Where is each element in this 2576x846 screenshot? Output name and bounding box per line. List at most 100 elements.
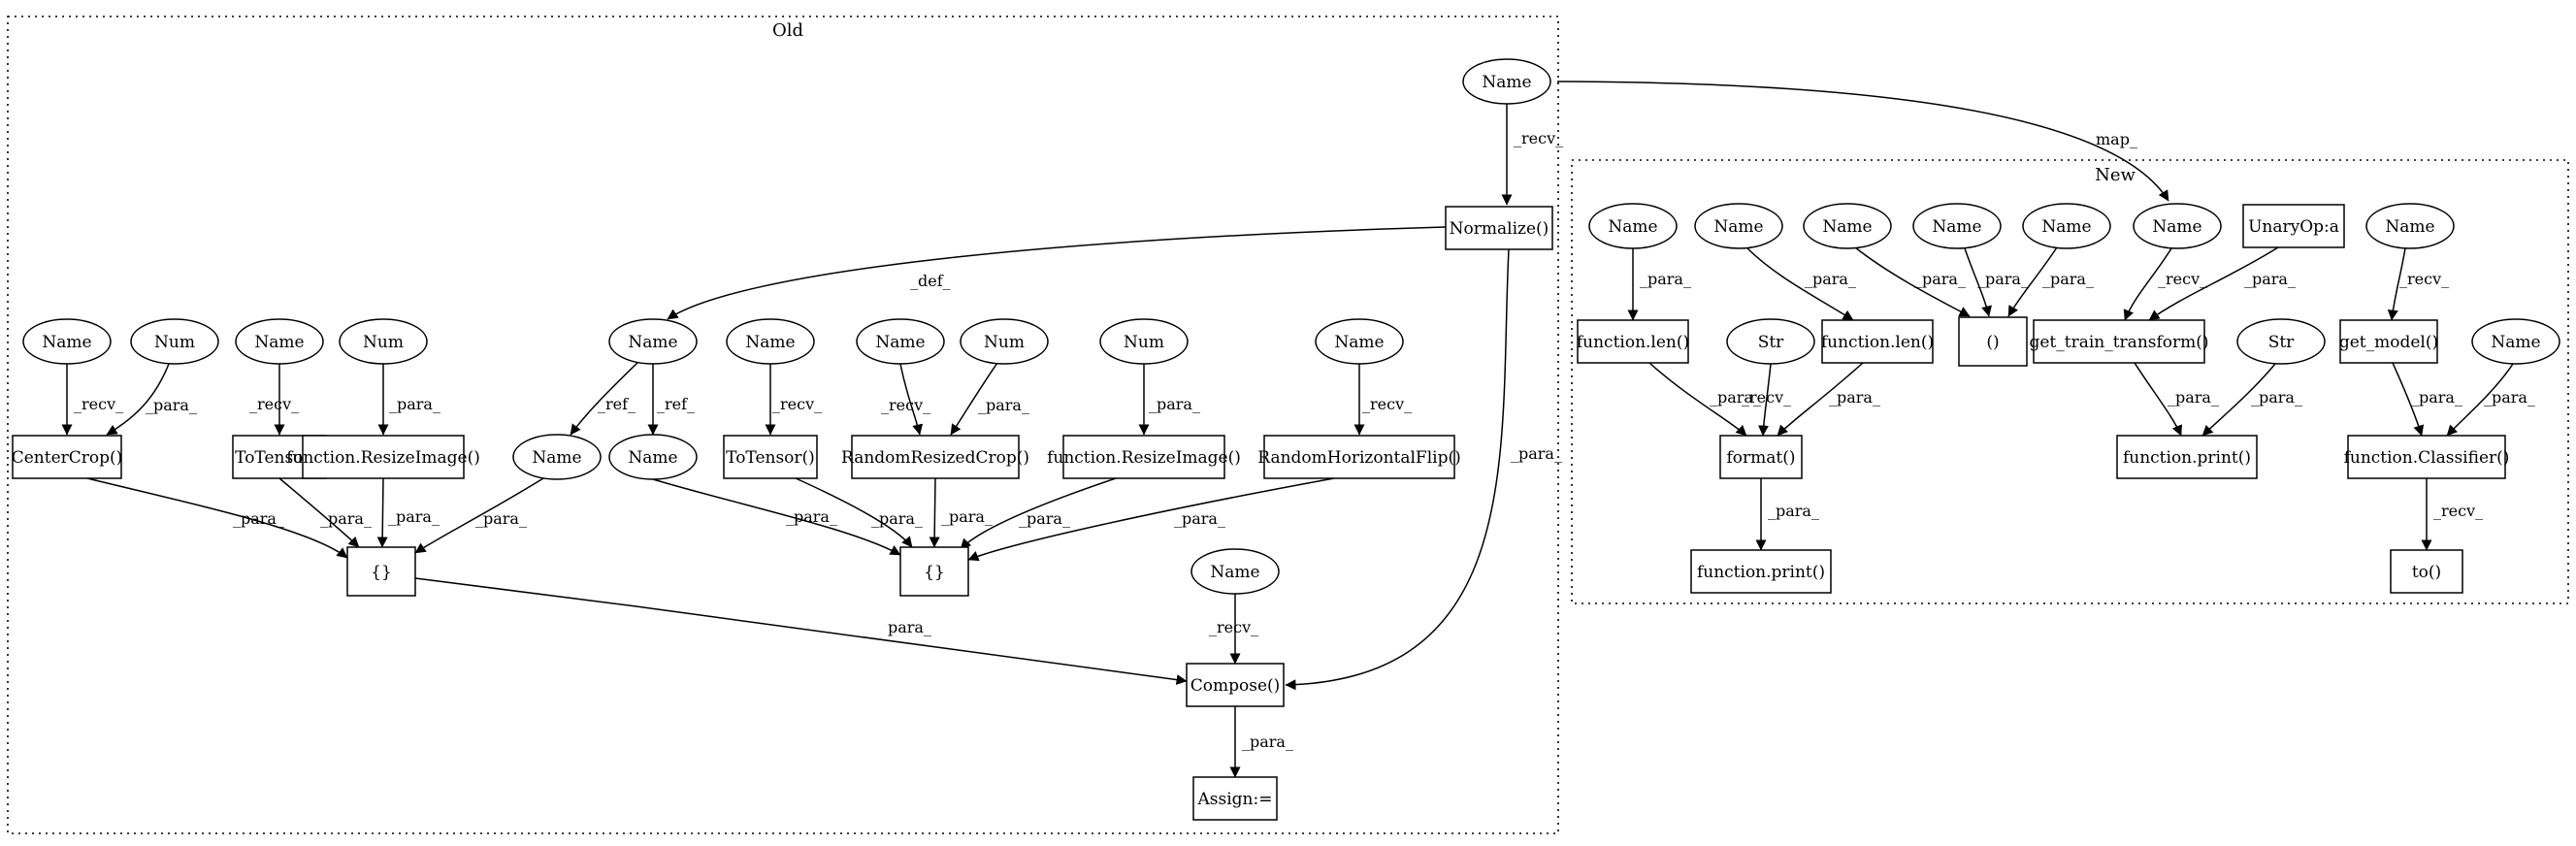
node-shape [1958,316,2028,367]
node-shape [1694,203,1783,249]
edge-line [652,478,901,556]
node-o_set1: {} [346,546,416,597]
node-n_len1: function.len() [1577,319,1689,364]
edge-o_rrc-to-o_set2: _para_ [929,477,993,548]
node-n_to: to() [2390,549,2463,594]
edge-label: _def_ [910,272,951,290]
node-o_name_d: Name [856,318,945,365]
edge-line [278,477,360,548]
node-label: ToTensor() [235,448,324,468]
node-label: Name [2041,217,2091,237]
node-label: Num [154,333,195,352]
node-label: {} [371,563,392,582]
edge-label: _para_ [2244,270,2296,288]
node-shape [1099,318,1189,365]
node-n_unary: UnaryOp:a [2242,204,2345,248]
node-label: Str [2268,333,2295,352]
node-label: function.print() [1697,563,1825,582]
edge-label: _para_ [388,507,440,526]
node-shape [960,318,1049,365]
edge-line [1854,246,1971,317]
node-shape [22,318,112,365]
node-label: Name [875,333,925,352]
edge-n_gtt-to-n_print2: _para_ [2134,362,2219,437]
edge-line [967,477,1335,562]
node-shape [2390,549,2463,594]
node-label: {} [924,563,945,582]
node-label: Name [2491,333,2540,352]
edge-o_normalize-to-o_compose: _para_ [1285,248,1562,691]
edge-o_name_c-to-o_totensor2: _recv_ [765,364,822,436]
edge-label: _recv_ [881,396,930,414]
node-o_num_b: Num [339,318,428,365]
edge-label: _recv_ [249,395,299,413]
node-n_str2: Str [2236,318,2326,365]
edge-n_name6-to-n_gtt: _recv_ [2123,247,2207,321]
edge-o_num_d-to-o_resize2: _para_ [1138,364,1200,436]
edge-line [2392,362,2425,437]
edge-line [960,477,1117,550]
edge-o_resize1-to-o_set1: _para_ [376,477,440,548]
node-shape [1577,319,1689,364]
edge-line [1556,81,2169,202]
node-o_name_ref1: Name [512,434,602,480]
edge-label: _recv_ [1362,395,1412,413]
cluster-old-border [7,16,1559,834]
node-shape [1588,203,1678,249]
node-label: Normalize() [1450,219,1549,239]
edge-line [1964,247,1992,317]
edge-label: _para_ [1805,270,1856,288]
node-label: function.Classifier() [2344,448,2510,468]
edge-line [2387,247,2406,321]
edge-line [899,363,924,436]
edge-line [2123,247,2172,321]
node-o_resize1: function.ResizeImage() [286,435,480,479]
edge-label: _para_ [1640,270,1691,288]
edge-n_len1-to-n_format: _para_ [1648,362,1761,437]
node-o_assign: Assign:= [1192,776,1278,821]
edge-label: para_ [888,618,931,636]
node-shape [1186,663,1285,707]
edge-label: _para_ [978,396,1029,414]
edge-n_name3-to-n_tuple: _para_ [1854,246,1971,317]
node-label: format() [1726,448,1795,468]
edge-n_getmodel-to-n_classifier: _para_ [2392,362,2462,437]
edge-line [414,477,544,554]
edge-o_totensor1-to-o_set1: _para_ [278,477,372,548]
edge-label: _para_ [1019,509,1070,528]
edge-line [1758,363,1772,437]
node-shape [1912,203,2002,249]
edge-label: _para_ [1829,388,1880,407]
edge-o_name_d-to-o_rrc: _recv_ [881,363,930,436]
node-n_name4: Name [1912,203,2002,249]
node-label: Name [2385,217,2434,237]
edge-o_num_b-to-o_resize1: _para_ [377,364,440,436]
edge-n_name2-to-n_len2: _para_ [1745,246,1856,321]
edge-line [414,577,1188,685]
node-n_name7: Name [2365,203,2455,249]
node-label: RandomResizedCrop() [841,448,1029,468]
edge-o_name_a-to-o_centercrop: _recv_ [61,364,123,436]
edge-o_name_top-to-n_name6: map_ [1556,81,2169,202]
node-o_centercrop: CenterCrop() [12,435,122,479]
node-shape [130,318,219,365]
node-label: get_train_transform() [2029,333,2208,352]
edge-label: _para_ [1914,270,1966,288]
edge-o_name_b-to-o_totensor1: _recv_ [249,364,299,436]
edge-n_name7-to-n_getmodel: _recv_ [2387,247,2449,321]
node-shape [2339,319,2438,364]
edge-label: _para_ [320,509,372,528]
edge-line [1745,246,1854,321]
node-n_name1: Name [1588,203,1678,249]
node-shape [723,435,818,479]
edge-label: _para_ [389,395,440,413]
node-o_name_c: Name [726,318,815,365]
edge-line [950,362,998,436]
cluster-new-label: New [2095,165,2136,185]
edge-label: _para_ [2251,388,2302,407]
edge-n_name8-to-n_classifier: _para_ [2446,363,2535,437]
node-shape [1062,435,1225,479]
